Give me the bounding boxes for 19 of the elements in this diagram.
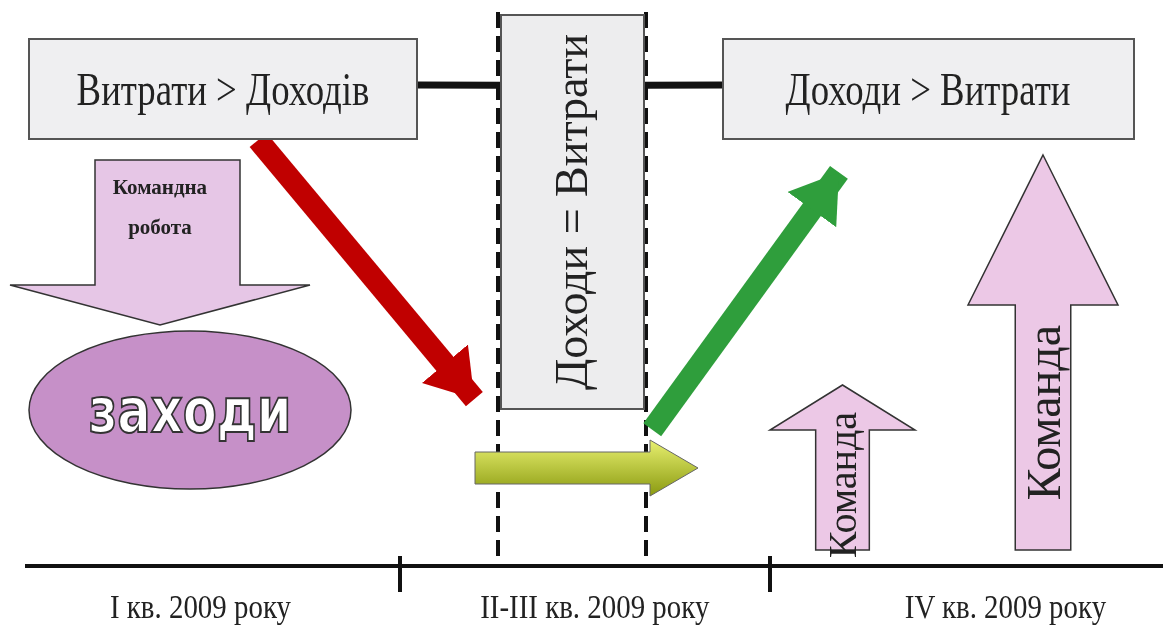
process-box [500,14,645,410]
shape-label: заходи [88,373,292,447]
shape-label: Команда [1015,324,1071,501]
period-label: IV кв. 2009 року [904,588,1106,626]
shape-label: Витрати > Доходів [76,62,370,116]
shape-label: Доходи = Витрати [545,34,599,390]
shape-label: Доходи > Витрати [786,62,1071,116]
arrow [643,165,848,437]
shape-label: Команда [819,412,866,559]
ellipse [28,330,352,490]
up-arrow-shape [968,155,1118,550]
down-arrow-shape [10,160,310,325]
shape-label: Командна робота [111,173,209,241]
period-label: II-III кв. 2009 року [480,588,710,626]
period-label: I кв. 2009 року [109,588,291,626]
connector-line [645,81,722,89]
process-box [722,38,1135,140]
process-box [28,38,418,140]
connector-line [418,81,500,89]
